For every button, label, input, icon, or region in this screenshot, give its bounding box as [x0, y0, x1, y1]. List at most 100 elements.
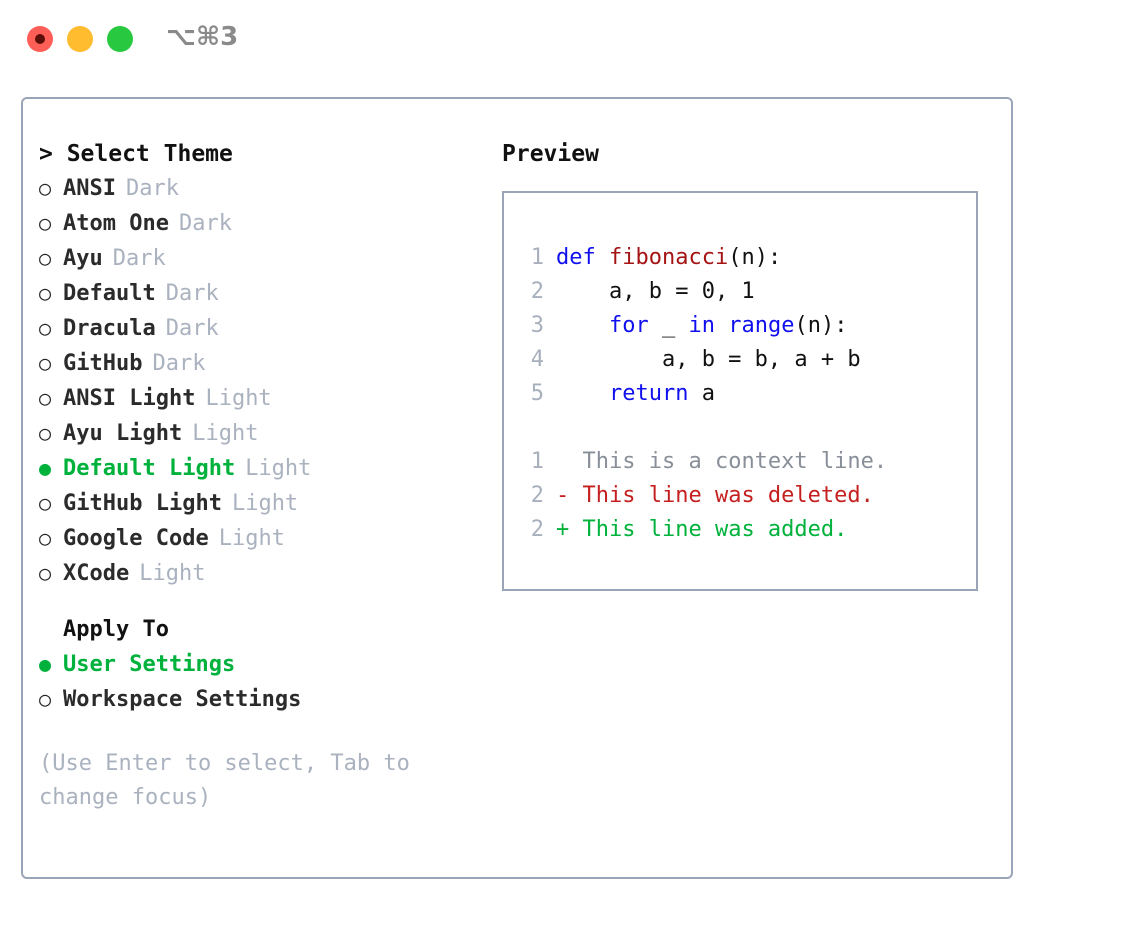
radio-icon-selected[interactable]: ●: [39, 456, 52, 480]
select-theme-heading: > Select Theme: [39, 141, 233, 167]
radio-icon[interactable]: ○: [39, 386, 52, 410]
diff-marker: -: [556, 483, 583, 508]
code-token: (n):: [794, 313, 848, 338]
theme-variant-tag: Light: [218, 526, 285, 551]
radio-icon[interactable]: ○: [39, 316, 52, 340]
code-token: [556, 309, 609, 343]
theme-list-item[interactable]: ○ ANSI Dark: [39, 171, 479, 206]
line-number: 2: [530, 279, 544, 304]
maximize-icon[interactable]: [107, 26, 133, 52]
preview-column: Preview 1 def fibonacci (n): 2 a, b = 0,…: [502, 137, 992, 591]
code-token: def: [556, 245, 609, 270]
line-number: 1: [530, 245, 544, 270]
theme-variant-tag: Dark: [165, 281, 219, 306]
theme-variant-tag: Dark: [125, 176, 179, 201]
theme-variant-tag: Dark: [165, 316, 219, 341]
code-token: (n):: [728, 245, 782, 270]
code-token: a, b = 0, 1: [556, 279, 755, 304]
radio-icon-selected[interactable]: ●: [39, 652, 52, 676]
diff-text: This line was added.: [582, 517, 848, 542]
theme-variant-tag: Light: [139, 561, 206, 586]
diff-row-added: 2 + This line was added.: [518, 513, 887, 547]
theme-name: ANSI Light: [63, 386, 196, 411]
minimize-icon[interactable]: [67, 26, 93, 52]
code-token: return: [608, 381, 689, 406]
theme-list-item-selected[interactable]: ● Default Light Light: [39, 451, 479, 486]
theme-list-item[interactable]: ○ GitHub Dark: [39, 346, 479, 381]
theme-variant-tag: Light: [192, 421, 259, 446]
code-token: a: [688, 381, 715, 406]
theme-name: GitHub: [63, 351, 143, 376]
theme-name: Ayu: [63, 246, 103, 271]
apply-to-heading: Apply To: [63, 617, 169, 642]
radio-icon[interactable]: ○: [39, 281, 52, 305]
theme-name: ANSI: [63, 176, 116, 201]
code-token: [556, 377, 609, 411]
theme-list-item[interactable]: ○ Default Dark: [39, 276, 479, 311]
diff-marker: +: [556, 517, 583, 542]
theme-list-item[interactable]: ○ Google Code Light: [39, 521, 479, 556]
theme-name: GitHub Light: [63, 491, 222, 516]
radio-icon[interactable]: ○: [39, 491, 52, 515]
radio-icon[interactable]: ○: [39, 211, 52, 235]
code-row: 3 for _ in range (n):: [518, 309, 887, 343]
diff-row-context: 1 This is a context line.: [518, 445, 887, 479]
theme-name: Default: [63, 281, 156, 306]
code-token: a, b = b, a + b: [556, 347, 861, 372]
line-number: 2: [530, 517, 544, 542]
theme-list-item[interactable]: ○ Ayu Light Light: [39, 416, 479, 451]
diff-marker: [556, 445, 583, 479]
title-bar: ⌥⌘3: [0, 0, 1140, 78]
theme-list-item[interactable]: ○ Dracula Dark: [39, 311, 479, 346]
line-number: 1: [530, 449, 544, 474]
radio-icon[interactable]: ○: [39, 561, 52, 585]
code-row: 5 return a: [518, 377, 887, 411]
radio-icon[interactable]: ○: [39, 351, 52, 375]
line-number: 3: [530, 313, 544, 338]
code-row: 1 def fibonacci (n):: [518, 241, 887, 275]
theme-list-item[interactable]: ○ ANSI Light Light: [39, 381, 479, 416]
code-token: for: [608, 313, 649, 338]
theme-name: XCode: [63, 561, 130, 586]
theme-variant-tag: Dark: [178, 211, 232, 236]
theme-name: Dracula: [63, 316, 156, 341]
close-icon[interactable]: [27, 26, 53, 52]
code-sample: 1 def fibonacci (n): 2 a, b = 0, 1 3 for: [518, 241, 887, 547]
radio-icon[interactable]: ○: [39, 176, 52, 200]
apply-to-item-workspace-settings[interactable]: ○ Workspace Settings: [39, 682, 479, 717]
traffic-lights: [27, 26, 133, 52]
theme-variant-tag: Light: [205, 386, 272, 411]
code-blank-line: [518, 411, 887, 445]
diff-text: This is a context line.: [582, 449, 888, 474]
theme-variant-tag: Light: [245, 456, 312, 481]
line-number: 2: [530, 483, 544, 508]
line-number: 5: [530, 381, 544, 406]
code-row: 4 a, b = b, a + b: [518, 343, 887, 377]
diff-text: This line was deleted.: [582, 483, 874, 508]
window-shortcut-label: ⌥⌘3: [166, 22, 239, 52]
radio-icon[interactable]: ○: [39, 526, 52, 550]
theme-list-column: > Select Theme ○ ANSI Dark ○ Atom One Da…: [39, 137, 479, 815]
code-token: in range: [688, 313, 795, 338]
preview-box: 1 def fibonacci (n): 2 a, b = 0, 1 3 for: [502, 191, 978, 591]
section-spacer: [39, 591, 479, 613]
apply-to-label: Workspace Settings: [63, 687, 302, 712]
radio-icon[interactable]: ○: [39, 246, 52, 270]
theme-list-item[interactable]: ○ XCode Light: [39, 556, 479, 591]
theme-variant-tag: Light: [231, 491, 299, 516]
radio-icon[interactable]: ○: [39, 687, 52, 711]
radio-icon[interactable]: ○: [39, 421, 52, 445]
preview-heading: Preview: [502, 141, 599, 167]
apply-to-label: User Settings: [63, 652, 236, 677]
theme-list-item[interactable]: ○ Ayu Dark: [39, 241, 479, 276]
theme-variant-tag: Dark: [152, 351, 206, 376]
code-token: _: [648, 313, 689, 338]
theme-list-item[interactable]: ○ GitHub Light Light: [39, 486, 479, 521]
apply-to-item-user-settings[interactable]: ● User Settings: [39, 647, 479, 682]
keyboard-hint-text: (Use Enter to select, Tab to change focu…: [39, 751, 410, 810]
theme-list-item[interactable]: ○ Atom One Dark: [39, 206, 479, 241]
theme-selector-panel: > Select Theme ○ ANSI Dark ○ Atom One Da…: [21, 97, 1013, 879]
theme-name: Ayu Light: [63, 421, 183, 446]
diff-row-deleted: 2 - This line was deleted.: [518, 479, 887, 513]
